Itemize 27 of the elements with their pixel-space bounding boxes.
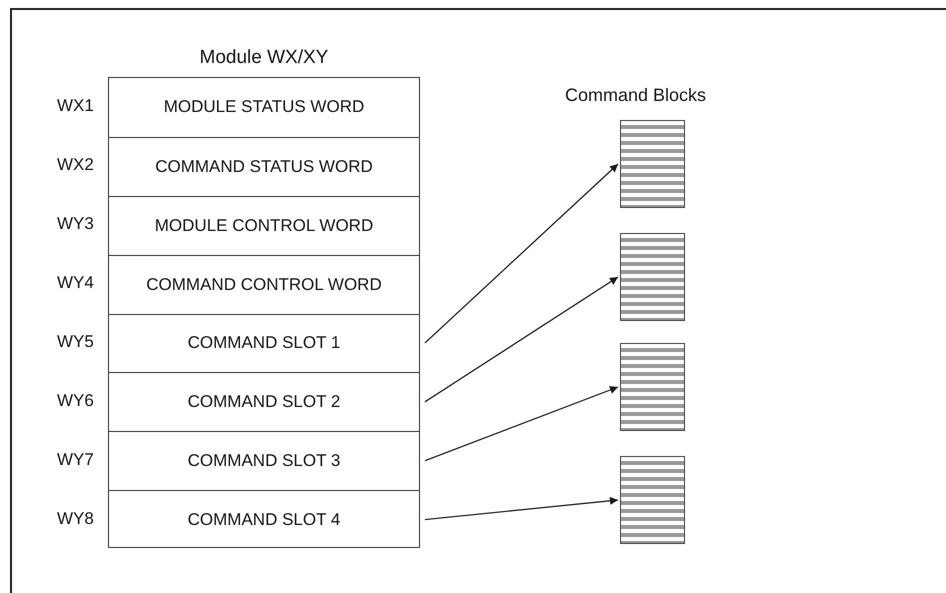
- row-text: MODULE STATUS WORD: [164, 97, 364, 118]
- column-heading: Command Blocks: [565, 85, 706, 106]
- register-address: WY4: [57, 273, 94, 294]
- arrow: [424, 496, 618, 520]
- register-address: WX1: [57, 96, 94, 116]
- arrow: [424, 276, 618, 402]
- arrow: [424, 164, 618, 344]
- table-heading: Module WX/XY: [200, 47, 328, 69]
- register-address: WY6: [57, 390, 94, 411]
- striped-block: [620, 343, 685, 431]
- row-text: COMMAND SLOT 3: [188, 451, 340, 472]
- row-text: COMMAND CONTROL WORD: [146, 274, 382, 295]
- arrow: [424, 386, 618, 462]
- register-address: WY7: [57, 450, 94, 470]
- register-address: WY5: [57, 332, 94, 352]
- register-address: WY8: [57, 508, 94, 529]
- row-text: COMMAND STATUS WORD: [155, 156, 373, 177]
- row-text: COMMAND SLOT 4: [188, 510, 340, 530]
- row-text: COMMAND SLOT 2: [188, 392, 340, 412]
- register-table: [108, 77, 420, 548]
- register-address: WY3: [57, 214, 94, 234]
- striped-block: [620, 233, 685, 321]
- row-text: COMMAND SLOT 1: [188, 333, 340, 354]
- register-address: WX2: [57, 155, 94, 176]
- striped-block: [620, 456, 685, 544]
- striped-block: [620, 120, 685, 208]
- row-text: MODULE CONTROL WORD: [154, 216, 374, 236]
